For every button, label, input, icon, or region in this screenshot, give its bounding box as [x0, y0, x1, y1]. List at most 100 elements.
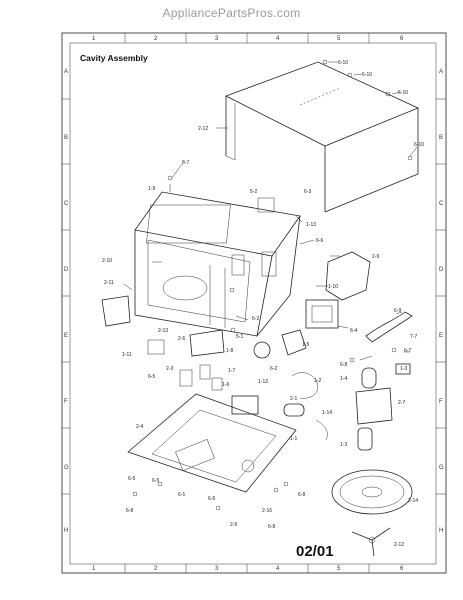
grid-row-label: H: [439, 528, 443, 534]
grid-row-label: E: [439, 333, 443, 339]
callout-label: 6-1: [178, 492, 185, 498]
callout-label: 6-10: [338, 60, 348, 66]
outer-frame: [61, 32, 447, 574]
grid-column-labels-top: 1 2 3 4 5 6: [92, 36, 404, 42]
callout-label: 2-10: [102, 258, 112, 264]
callout-label: 2-4: [136, 424, 143, 430]
callout-label: 1-10: [328, 284, 338, 290]
callout-label: 2-5: [230, 522, 237, 528]
callout-label: 6-10: [414, 142, 424, 148]
callout-label: 2-9: [372, 254, 379, 260]
callout-label: 6-10: [362, 72, 372, 78]
cavity-box: [134, 191, 301, 337]
fuse: [357, 427, 373, 451]
page-code: 02/01: [296, 543, 334, 560]
fan-duct: [325, 251, 371, 301]
callout-label: 6-8: [268, 524, 275, 530]
callout-label: 6-5: [152, 478, 159, 484]
callout-labels: 6-10 6-10 6-10 6-10 2-12 8-7 1-9 5-2 6-3…: [102, 60, 424, 548]
hv-bracket: [355, 387, 393, 425]
grid-col-label: 5: [337, 36, 341, 42]
callout-label: 2-3: [166, 366, 173, 372]
base-plate: [127, 393, 297, 493]
transformer: [281, 329, 307, 356]
grid-col-label: 4: [276, 36, 280, 42]
callout-label: 2-1: [290, 396, 297, 402]
callout-label: 6-10: [398, 90, 408, 96]
hv-capacitor: [283, 403, 305, 417]
diode: [395, 363, 411, 375]
callout-label: 6-2: [252, 316, 259, 322]
callout-label: 6-5: [128, 476, 135, 482]
callout-label: 2-7: [398, 400, 405, 406]
watermark: AppliancePartsPros.com: [162, 6, 301, 20]
grid-col-label: 3: [215, 36, 219, 42]
grid-row-label: H: [64, 528, 68, 534]
grid-col-label: 2: [154, 36, 158, 42]
grid-row-label: B: [64, 135, 68, 141]
waveguide-cover: [101, 295, 131, 327]
callout-label: 1-2: [314, 378, 321, 384]
inner-frame: [69, 42, 437, 565]
callout-label: 1-9: [148, 186, 155, 192]
grid-row-labels-right: A B C D E F G H: [439, 69, 444, 534]
screws: [132, 59, 413, 511]
grid-row-labels-left: A B C D E F G H: [64, 69, 69, 534]
grid-row-label: B: [439, 135, 443, 141]
outer-cabinet-cover: [225, 61, 420, 213]
bracket: [257, 197, 275, 213]
grid-ticks: [62, 33, 446, 573]
callout-label: 2-16: [262, 508, 272, 514]
callout-label: 1-7: [228, 368, 235, 374]
callout-label: 1-14: [322, 410, 332, 416]
callout-label: 6-8: [126, 508, 133, 514]
callout-label: 6-9: [394, 308, 401, 314]
fuse-holder: [231, 395, 259, 415]
grid-row-label: C: [439, 201, 444, 207]
grid-col-label: 2: [154, 566, 158, 572]
callout-label: 1-12: [258, 379, 268, 385]
callout-label: 6-6: [316, 238, 323, 244]
callout-label: 6-4: [350, 328, 357, 334]
capacitor: [361, 367, 377, 389]
callout-label: 5-1: [236, 334, 243, 340]
grid-row-label: C: [64, 201, 69, 207]
callout-label: 6-5: [148, 374, 155, 380]
callout-label: 2-12: [394, 542, 404, 548]
callout-label: 1-6: [222, 382, 229, 388]
callout-label: 5-2: [250, 189, 257, 195]
callout-label: 2-11: [104, 280, 114, 286]
grid-row-label: A: [439, 69, 443, 75]
callout-label: 1-11: [122, 352, 132, 358]
callout-label: 1-13: [306, 222, 316, 228]
callout-label: 2-14: [408, 498, 418, 504]
switch-bracket: [189, 329, 225, 357]
turntable: [331, 469, 413, 515]
fan-motor: [253, 341, 271, 359]
grid-col-label: 5: [337, 566, 341, 572]
grid-col-label: 1: [92, 36, 96, 42]
diagram-title: Cavity Assembly: [80, 53, 148, 63]
callout-label: 1-8: [226, 348, 233, 354]
callout-label: 6-8: [340, 362, 347, 368]
callout-leaders: [123, 61, 419, 361]
grid-row-label: D: [64, 267, 69, 273]
callout-label: 1-1: [290, 436, 297, 442]
callout-label: 1-3: [400, 366, 407, 372]
grid-row-label: E: [64, 333, 68, 339]
callout-label: 7-7: [410, 334, 417, 340]
magnetron: [305, 299, 339, 329]
callout-label: 1-3: [340, 442, 347, 448]
power-cord: [365, 311, 413, 343]
callout-label: 2-13: [158, 328, 168, 334]
callout-label: 6-2: [270, 366, 277, 372]
callout-label: 2-12: [198, 126, 208, 132]
grid-col-label: 4: [276, 566, 280, 572]
roller-ring: [351, 527, 391, 557]
grid-row-label: F: [439, 399, 443, 405]
grid-row-label: G: [64, 465, 69, 471]
callout-label: 8-7: [182, 160, 189, 166]
callout-label: 1-5: [302, 342, 309, 348]
grid-row-label: D: [439, 267, 444, 273]
